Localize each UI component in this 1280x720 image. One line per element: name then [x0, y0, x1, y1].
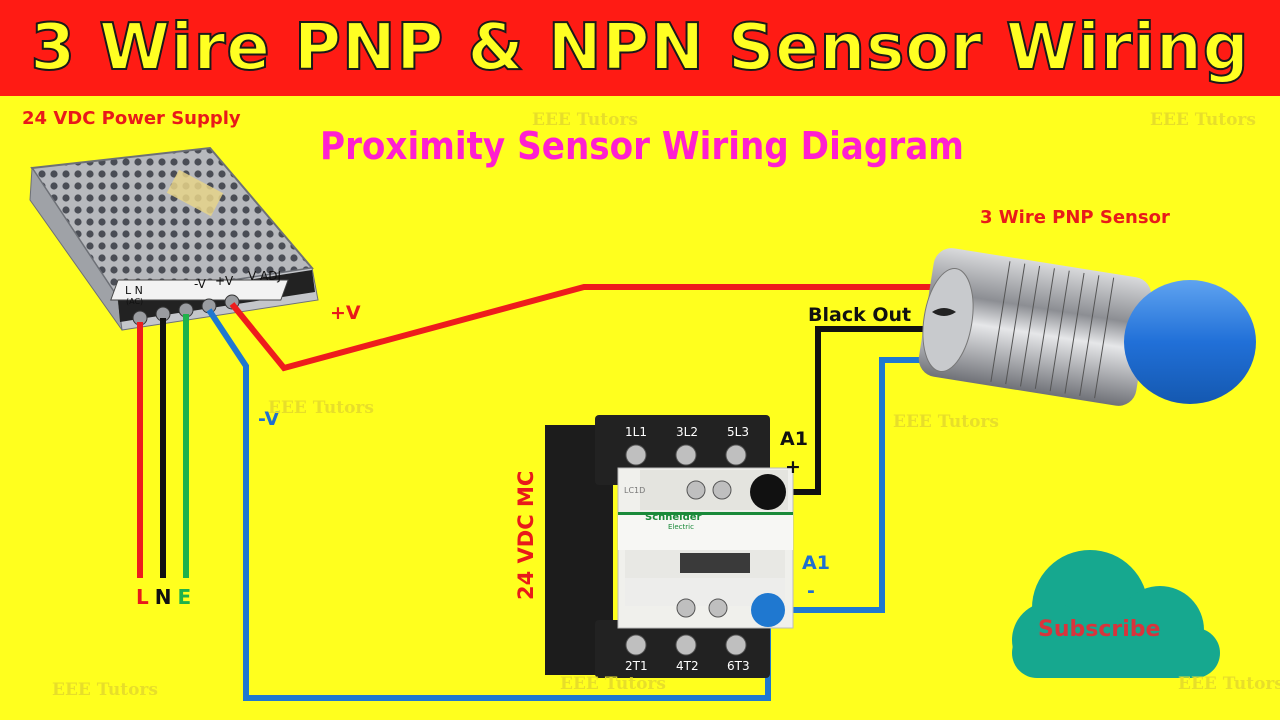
contactor-terminal-6t3: 6T3 — [727, 659, 750, 673]
supply-terminal-ln: L N — [125, 284, 143, 297]
contactor-brand: Schneider — [645, 512, 702, 523]
contactor-terminal-4t2: 4T2 — [676, 659, 699, 673]
page-title: 3 Wire PNP & NPN Sensor Wiring — [29, 10, 1250, 86]
supply-terminal-labels: L N (AC) -V +V V ADJ — [110, 269, 289, 306]
sensor-label: 3 Wire PNP Sensor — [980, 207, 1170, 228]
mains-l-label: L — [136, 585, 149, 609]
coil-a1-minus-terminal — [751, 593, 785, 627]
mains-e-label: E — [177, 585, 192, 609]
subscribe-button[interactable]: Subscribe — [1038, 617, 1161, 642]
watermark: EEE Tutors — [1150, 110, 1256, 130]
contactor-terminal-1l1: 1L1 — [625, 425, 647, 439]
contactor-terminal-2t1: 2T1 — [625, 659, 648, 673]
contactor: 1L1 3L2 5L3 2T1 4T2 6T3 LC1D Schneider E… — [545, 415, 794, 678]
diagram-subtitle: Proximity Sensor Wiring Diagram — [320, 124, 964, 168]
supply-terminal-plus-v: +V — [215, 274, 234, 288]
subscribe-cloud[interactable] — [1012, 550, 1220, 678]
contactor-terminal-3l2: 3L2 — [676, 425, 698, 439]
contactor-brand-sub: Electric — [668, 523, 694, 531]
watermark: EEE Tutors — [268, 398, 374, 418]
coil-plus-label: + — [785, 456, 801, 478]
coil-a1-top-label: A1 — [780, 428, 808, 450]
coil-minus-label: - — [807, 580, 815, 602]
pnp-sensor — [918, 248, 1256, 406]
wire-plus-v — [229, 284, 948, 372]
power-supply — [29, 146, 319, 331]
mains-n-label: N — [154, 585, 172, 609]
plus-v-label: +V — [330, 302, 361, 324]
minus-v-label: -V — [258, 408, 280, 430]
watermark: EEE Tutors — [560, 674, 666, 694]
contactor-model: LC1D — [624, 486, 645, 495]
contactor-terminal-5l3: 5L3 — [727, 425, 749, 439]
supply-terminal-v-adj: V ADJ — [248, 269, 281, 283]
power-supply-label: 24 VDC Power Supply — [22, 108, 241, 129]
title-banner: 3 Wire PNP & NPN Sensor Wiring — [0, 0, 1280, 96]
coil-a1-bottom-label: A1 — [802, 552, 830, 574]
coil-a1-plus-terminal — [750, 474, 786, 510]
watermark: EEE Tutors — [532, 110, 638, 130]
black-out-label: Black Out — [808, 304, 912, 326]
supply-terminal-ac: (AC) — [126, 297, 143, 306]
contactor-label: 24 VDC MC — [514, 470, 538, 600]
wire-sensor-blue — [768, 357, 948, 613]
supply-terminal-minus-v: -V — [194, 277, 207, 291]
watermark: EEE Tutors — [52, 680, 158, 700]
watermark: EEE Tutors — [893, 412, 999, 432]
watermark: EEE Tutors — [1178, 674, 1280, 694]
